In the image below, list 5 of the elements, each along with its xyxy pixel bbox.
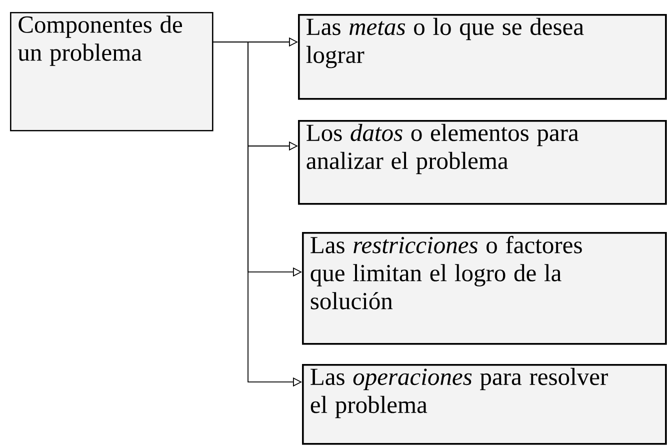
text-box: Las metas o lo que se desea lograr [298,14,667,100]
text-box: Los datos o elementos para analizar el problema [298,120,667,205]
text-box: Las operaciones para resolver el problema [302,364,667,445]
text-box: Componentes de un problema [10,12,214,132]
text-box: Las restricciones o factores que limitan el logro de la solución [302,232,667,345]
